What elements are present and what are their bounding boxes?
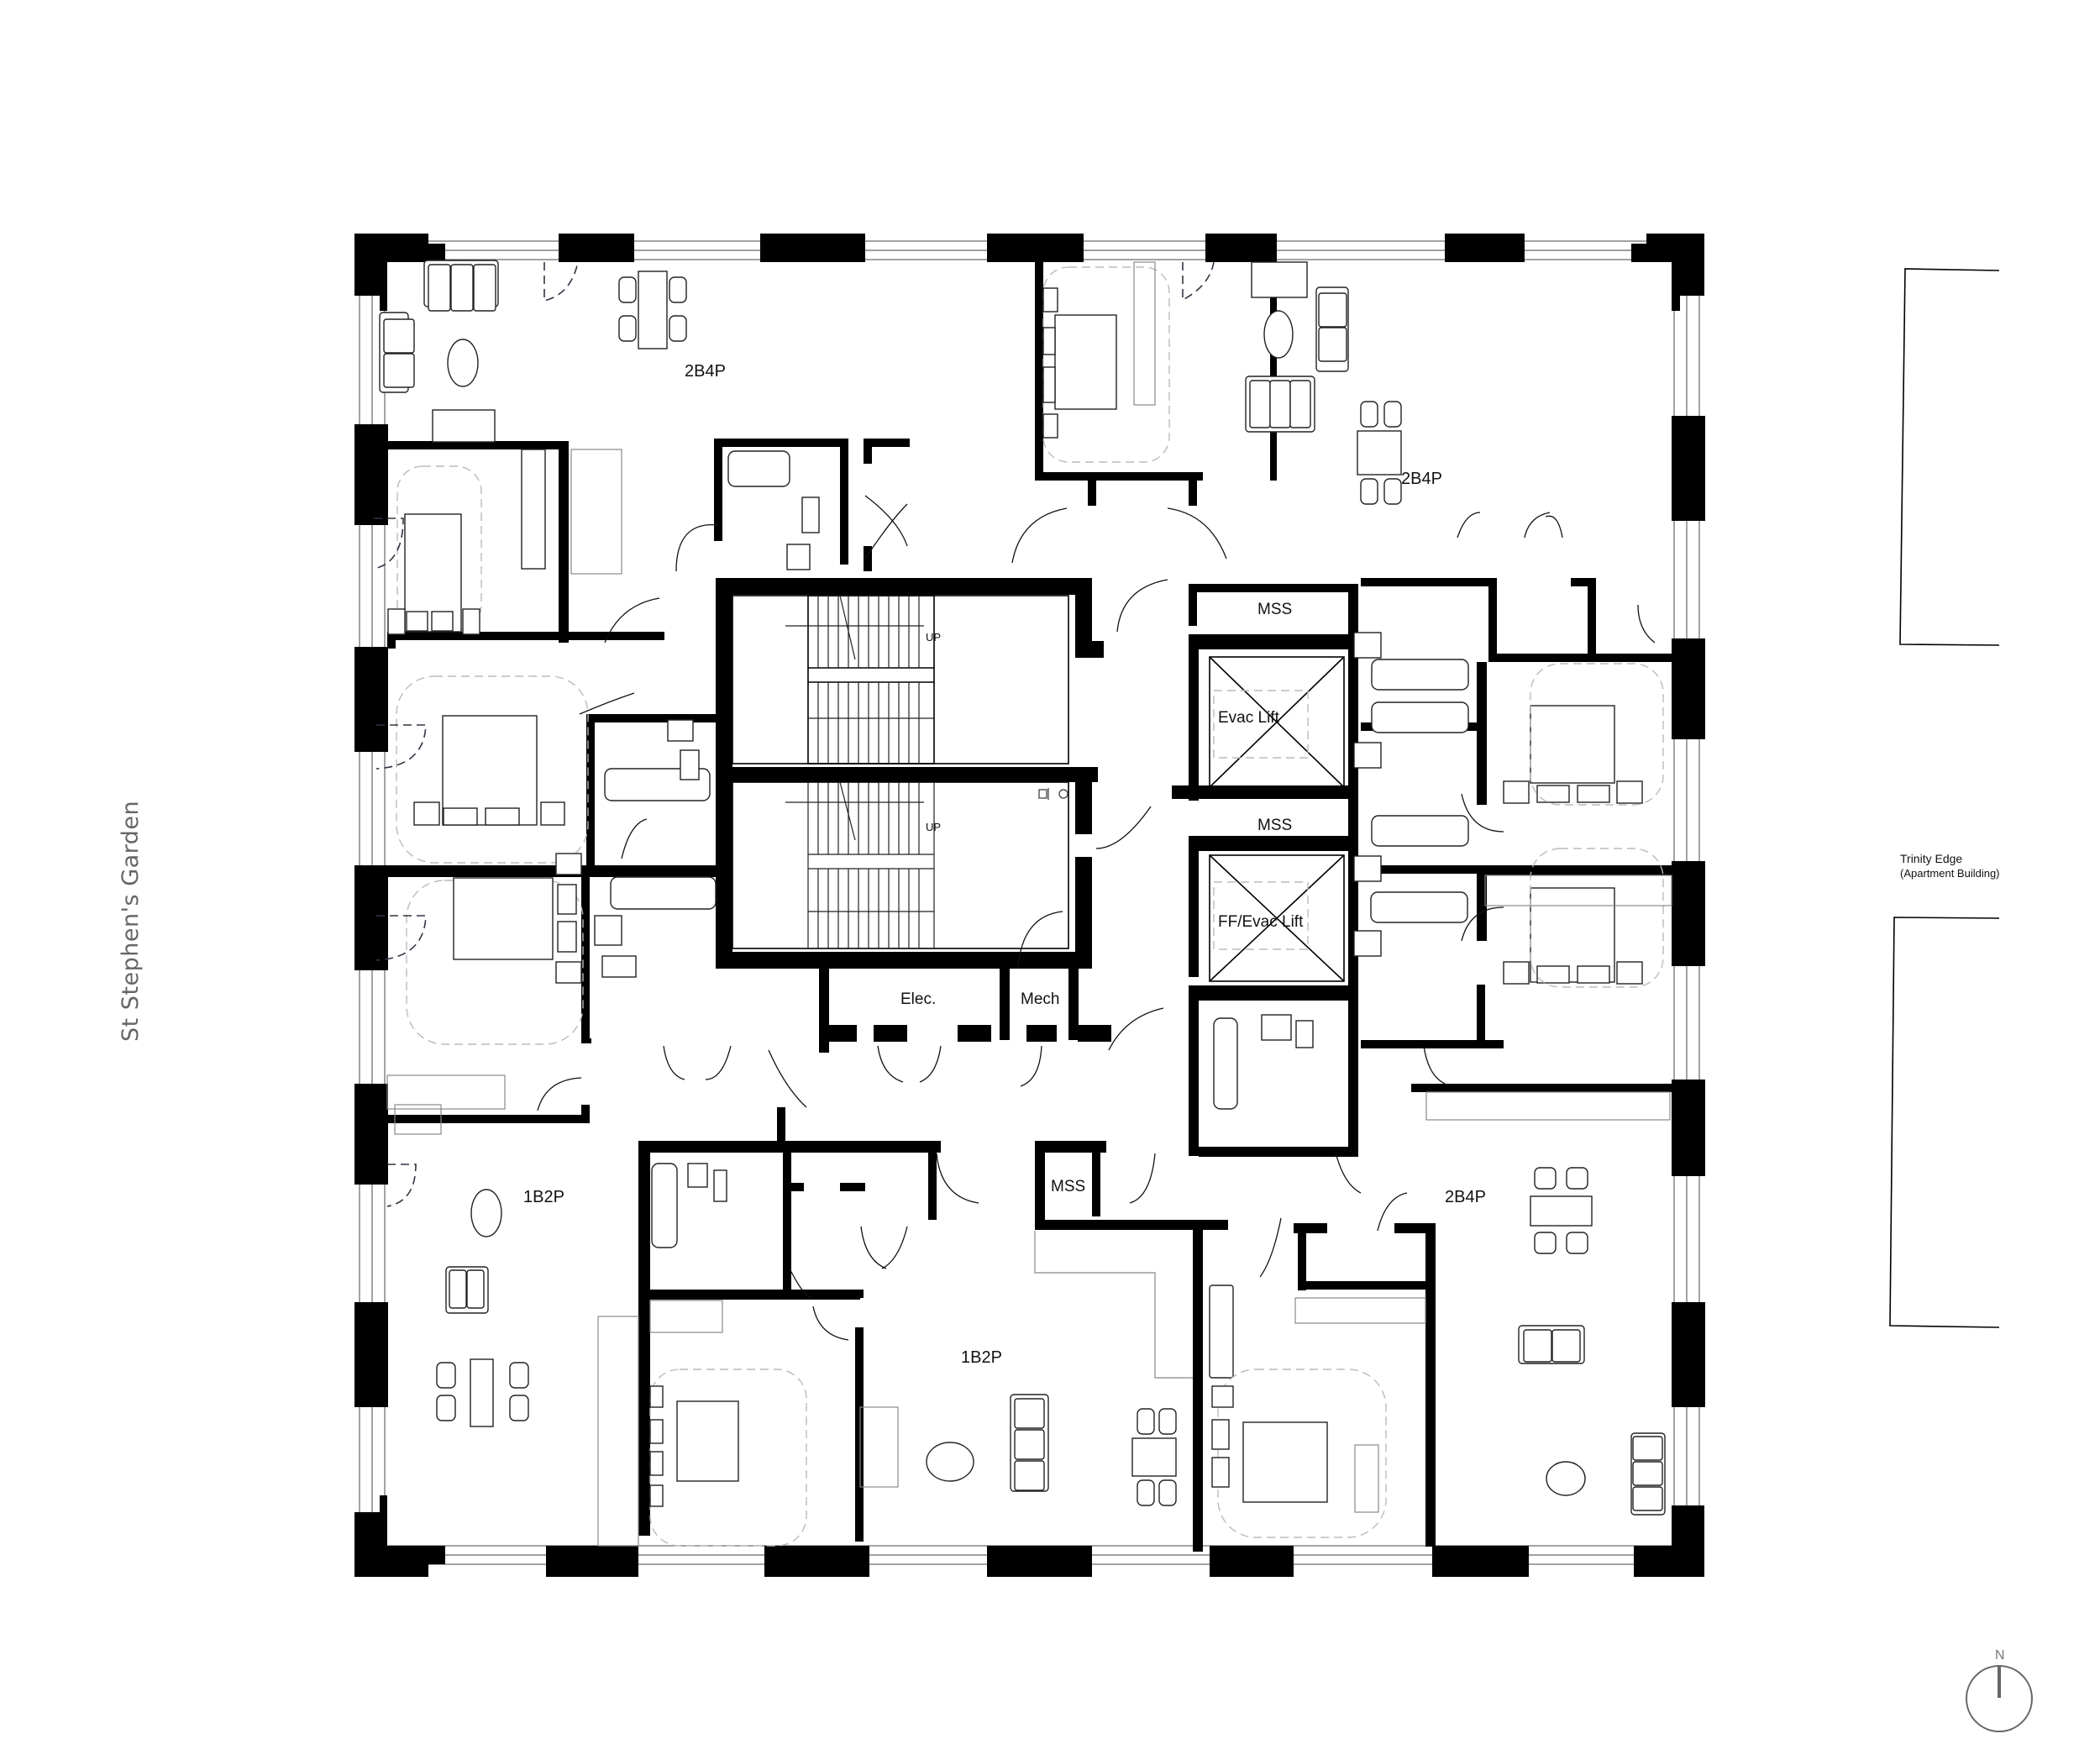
ff-evac-lift-shaft xyxy=(1209,854,1345,982)
furniture-ne xyxy=(1042,261,1402,505)
trinity-edge-type: (Apartment Building) xyxy=(1900,867,2000,880)
elec-label: Elec. xyxy=(900,990,937,1008)
north-arrow-icon xyxy=(1966,1665,2033,1732)
furniture-nw xyxy=(373,260,820,635)
furniture-s xyxy=(649,1163,1193,1547)
unit-label-se: 2B4P xyxy=(1445,1188,1486,1206)
interior-walls xyxy=(387,262,1674,1552)
north-label: N xyxy=(1995,1648,2005,1663)
unit-label-s: 1B2P xyxy=(961,1348,1002,1367)
unit-label-ne: 2B4P xyxy=(1401,470,1442,488)
furniture-west-bedrooms xyxy=(375,675,717,1110)
unit-label-sw: 1B2P xyxy=(523,1188,564,1206)
mss-label-1: MSS xyxy=(1257,601,1293,618)
stair-2 xyxy=(732,781,1069,949)
st-stephens-garden-label: St Stephen's Garden xyxy=(118,800,144,1042)
mss-label-2: MSS xyxy=(1257,817,1293,834)
trinity-edge-label: Trinity Edge (Apartment Building) xyxy=(1900,851,2000,881)
evac-lift-shaft xyxy=(1209,656,1345,788)
trinity-edge-name: Trinity Edge xyxy=(1900,852,1963,865)
furniture-sw xyxy=(386,1104,639,1547)
ff-evac-lift-label: FF/Evac Lift xyxy=(1218,913,1304,931)
stair-1-up-label: UP xyxy=(926,631,942,644)
unit-label-nw: 2B4P xyxy=(685,362,726,381)
mech-label: Mech xyxy=(1021,990,1060,1008)
door-swings xyxy=(537,495,1656,1341)
furniture-east-bedrooms xyxy=(1353,632,1672,988)
evac-lift-label: Evac Lift xyxy=(1218,709,1279,727)
furniture-se xyxy=(1209,1014,1671,1538)
stair-1 xyxy=(732,595,1069,764)
mss-label-3: MSS xyxy=(1051,1178,1086,1195)
trinity-edge-outline xyxy=(1889,268,2000,1328)
fire-hose-reel-icon xyxy=(1038,788,1068,800)
stair-2-up-label: UP xyxy=(926,821,942,833)
facade-piers xyxy=(354,234,1705,1577)
